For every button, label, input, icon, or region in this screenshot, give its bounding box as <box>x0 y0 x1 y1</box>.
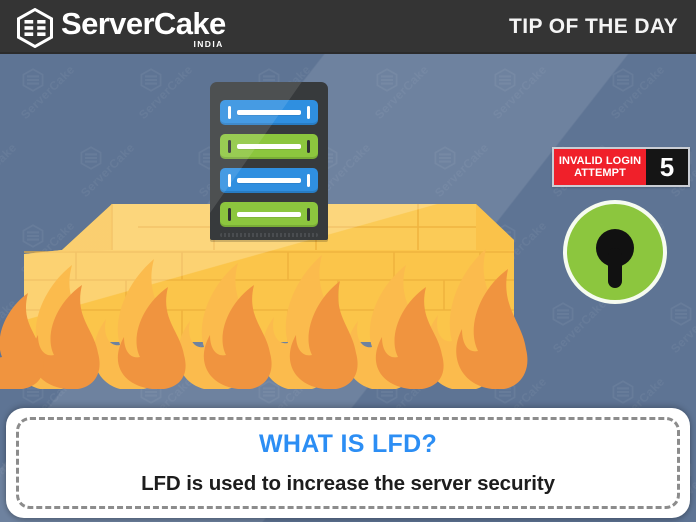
badge-label-line1: INVALID LOGIN <box>558 154 642 167</box>
rack-led-left-icon <box>228 174 231 187</box>
watermark-text: ServerCake <box>136 62 196 122</box>
rack-slot <box>237 178 301 183</box>
watermark-hex-icon <box>140 68 162 97</box>
keyhole-lock-icon <box>596 229 634 288</box>
rack-unit-2 <box>220 134 318 159</box>
tip-card-title: WHAT IS LFD? <box>258 430 438 458</box>
watermark-text: ServerCake <box>668 296 696 356</box>
tip-card-body: LFD is used to increase the server secur… <box>141 472 555 495</box>
brand-logo: ServerCake INDIA <box>16 6 226 50</box>
watermark-hex-icon <box>494 68 516 97</box>
watermark-text: ServerCake <box>18 62 78 122</box>
rack-led-right-icon <box>307 174 310 187</box>
watermark-text: ServerCake <box>432 140 492 200</box>
rack-led-right-icon <box>307 140 310 153</box>
brand-text-wrap: ServerCake INDIA <box>61 6 226 50</box>
rack-vent-grille <box>220 233 318 237</box>
invalid-login-attempt-badge: INVALID LOGIN ATTEMPT 5 <box>552 147 690 187</box>
watermark-text: ServerCake <box>608 62 668 122</box>
server-rack <box>210 82 328 240</box>
watermark-hex-icon <box>80 146 102 175</box>
security-lock-badge <box>563 200 667 304</box>
rack-led-right-icon <box>307 208 310 221</box>
rack-led-right-icon <box>307 106 310 119</box>
badge-label-line2: ATTEMPT <box>574 167 626 179</box>
watermark-hex-icon <box>376 68 398 97</box>
tip-card-content: WHAT IS LFD? LFD is used to increase the… <box>6 408 690 518</box>
badge-label: INVALID LOGIN ATTEMPT <box>554 149 646 185</box>
watermark-hex-icon <box>612 68 634 97</box>
watermark-hex-icon <box>434 146 456 175</box>
page-title: TIP OF THE DAY <box>509 15 678 38</box>
firewall-flames <box>0 229 560 389</box>
watermark-hex-icon <box>670 302 692 331</box>
rack-led-left-icon <box>228 208 231 221</box>
rack-slot <box>237 144 301 149</box>
rack-unit-4 <box>220 202 318 227</box>
tip-card: WHAT IS LFD? LFD is used to increase the… <box>6 408 690 518</box>
watermark-text: ServerCake <box>78 140 138 200</box>
watermark-text: ServerCake <box>372 62 432 122</box>
watermark-text: ServerCake <box>0 140 20 200</box>
rack-led-left-icon <box>228 106 231 119</box>
watermark-hex-icon <box>612 380 634 409</box>
brand-name: ServerCake <box>61 6 226 41</box>
rack-unit-3 <box>220 168 318 193</box>
tip-card-dashed-border <box>16 417 680 509</box>
badge-count: 5 <box>646 149 688 185</box>
brand-subtitle: INDIA <box>193 39 224 49</box>
server-rack-units <box>210 82 328 240</box>
rack-unit-1 <box>220 100 318 125</box>
servercake-hex-logo-icon <box>17 8 53 48</box>
rack-slot <box>237 212 301 217</box>
rack-slot <box>237 110 301 115</box>
rack-led-left-icon <box>228 140 231 153</box>
watermark-hex-icon <box>22 68 44 97</box>
watermark-text: ServerCake <box>490 62 550 122</box>
header-bar: ServerCake INDIA TIP OF THE DAY <box>0 0 696 54</box>
